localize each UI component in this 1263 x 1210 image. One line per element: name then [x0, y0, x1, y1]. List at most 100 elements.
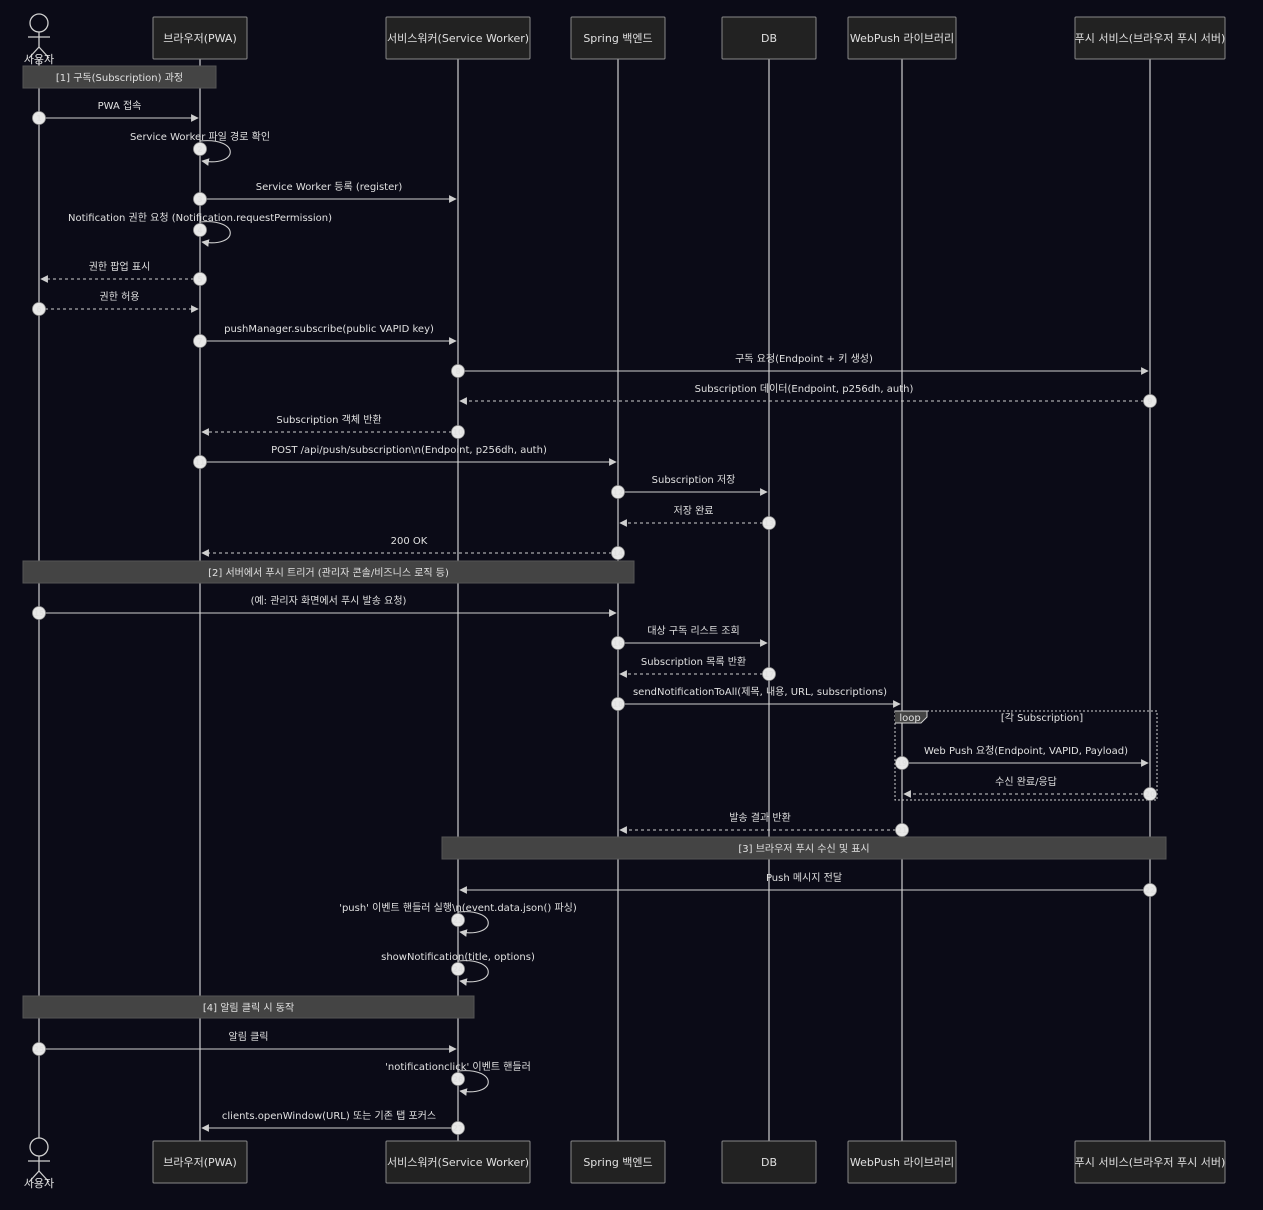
participant-db-top: DB: [721, 16, 817, 60]
sequence-number-text: 27: [453, 1124, 463, 1133]
sequence-number: 12: [611, 485, 625, 499]
sequence-number: 26: [451, 1072, 465, 1086]
actor-top: 사용자: [24, 13, 54, 66]
sequence-number-text: 5: [197, 275, 202, 284]
participant-label: 브라우저(PWA): [163, 32, 237, 45]
sequence-number-text: 10: [453, 428, 463, 437]
message-17: Subscription 목록 반환 17: [619, 656, 776, 681]
participant-box: [1074, 16, 1226, 60]
loop-tab: [895, 710, 928, 724]
message-5: 권한 팝업 표시 5: [40, 260, 207, 286]
sequence-number-text: 3: [197, 195, 202, 204]
sequence-number: 4: [193, 223, 207, 237]
section-label: [3] 브라우저 푸시 수신 및 표시: [738, 843, 869, 855]
sequence-number-text: 14: [613, 549, 623, 558]
participant-label: 푸시 서비스(브라우저 푸시 서버): [1075, 1156, 1226, 1169]
sequence-number: 13: [762, 516, 776, 530]
message-label: 발송 결과 반환: [729, 812, 791, 824]
participant-label: 서비스워커(Service Worker): [387, 32, 529, 45]
participant-box: [721, 16, 817, 60]
sequence-number: 19: [895, 756, 909, 770]
message-label: Subscription 객체 반환: [276, 414, 381, 426]
section-box: [22, 560, 635, 584]
self-message-arrow: [457, 911, 489, 937]
message-label: 알림 클릭: [229, 1031, 269, 1043]
message-25: 알림 클릭 25: [32, 1031, 457, 1056]
message-label: Service Worker 파일 경로 확인: [130, 130, 270, 143]
participant-label: 브라우저(PWA): [163, 1156, 237, 1169]
participant-label: 푸시 서비스(브라우저 푸시 서버): [1075, 32, 1226, 45]
message-label: (예: 관리자 화면에서 푸시 발송 요청): [251, 595, 407, 607]
sequence-number: 21: [895, 823, 909, 837]
sequence-number-text: 20: [1145, 790, 1155, 799]
message-label: Web Push 요청(Endpoint, VAPID, Payload): [924, 745, 1128, 757]
message-23: 'push' 이벤트 핸들러 실행\n(event.data.json() 파싱…: [339, 902, 577, 937]
self-message-arrow: [199, 221, 231, 247]
participant-label: Spring 백엔드: [583, 1156, 652, 1169]
participant-spring-bottom: Spring 백엔드: [570, 1140, 666, 1184]
sequence-number: 5: [193, 272, 207, 286]
section-note: [2] 서버에서 푸시 트리거 (관리자 콘솔/비즈니스 로직 등): [22, 560, 635, 584]
participant-browser-top: 브라우저(PWA): [152, 16, 248, 60]
message-label: 권한 팝업 표시: [89, 260, 151, 273]
message-6: 권한 허용 6: [32, 291, 199, 316]
participant-label: DB: [761, 1156, 777, 1169]
participant-sw-top: 서비스워커(Service Worker): [385, 16, 531, 60]
participant-label: WebPush 라이브러리: [850, 1156, 954, 1169]
message-label: clients.openWindow(URL) 또는 기존 탭 포커스: [222, 1110, 436, 1122]
participant-box: [721, 1140, 817, 1184]
message-label: Subscription 목록 반환: [641, 656, 746, 668]
sequence-number-text: 18: [613, 700, 623, 709]
participant-label: Spring 백엔드: [583, 32, 652, 45]
sequence-number: 27: [451, 1121, 465, 1135]
section-box: [441, 836, 1167, 860]
sequence-number: 10: [451, 425, 465, 439]
message-label: POST /api/push/subscription\n(Endpoint, …: [271, 445, 547, 456]
participant-box: [570, 16, 666, 60]
sequence-number-text: 8: [455, 367, 460, 376]
message-label: 대상 구독 리스트 조회: [647, 625, 739, 637]
sequence-number-text: 2: [197, 145, 202, 154]
sequence-number-text: 12: [613, 488, 623, 497]
sequence-number-text: 6: [36, 305, 41, 314]
message-label: 권한 허용: [100, 291, 140, 303]
sequence-number-text: 1: [36, 114, 41, 123]
participant-box: [847, 1140, 957, 1184]
message-label: Service Worker 등록 (register): [256, 181, 403, 193]
participant-pushsvc-top: 푸시 서비스(브라우저 푸시 서버): [1074, 16, 1226, 60]
sequence-number: 11: [193, 455, 207, 469]
sequence-number-text: 21: [897, 826, 907, 835]
sequence-number-text: 11: [195, 458, 205, 467]
sequence-number: 8: [451, 364, 465, 378]
section-note: [1] 구독(Subscription) 과정: [22, 65, 217, 89]
message-20: 수신 완료/응답 20: [903, 776, 1157, 801]
sequence-number-text: 16: [613, 639, 623, 648]
participant-sw-bottom: 서비스워커(Service Worker): [385, 1140, 531, 1184]
message-15: (예: 관리자 화면에서 푸시 발송 요청) 15: [32, 595, 617, 620]
participant-label: DB: [761, 32, 777, 45]
sequence-number: 14: [611, 546, 625, 560]
user-actor-icon: [28, 1137, 50, 1183]
message-label: 'notificationclick' 이벤트 핸들러: [385, 1061, 531, 1073]
sequence-number: 15: [32, 606, 46, 620]
sequence-number-text: 17: [764, 670, 774, 679]
participant-db-bottom: DB: [721, 1140, 817, 1184]
sequence-number: 18: [611, 697, 625, 711]
sequence-number-text: 4: [197, 226, 202, 235]
participant-box: [152, 1140, 248, 1184]
participant-spring-top: Spring 백엔드: [570, 16, 666, 60]
sequence-number: 16: [611, 636, 625, 650]
sequence-number-text: 26: [453, 1075, 463, 1084]
sequence-number: 17: [762, 667, 776, 681]
message-label: 수신 완료/응답: [995, 776, 1057, 788]
sequence-number: 3: [193, 192, 207, 206]
message-11: POST /api/push/subscription\n(Endpoint, …: [193, 445, 617, 469]
sequence-number: 25: [32, 1042, 46, 1056]
actor-bottom: 사용자: [24, 1137, 54, 1190]
loop-box: [894, 710, 1158, 801]
